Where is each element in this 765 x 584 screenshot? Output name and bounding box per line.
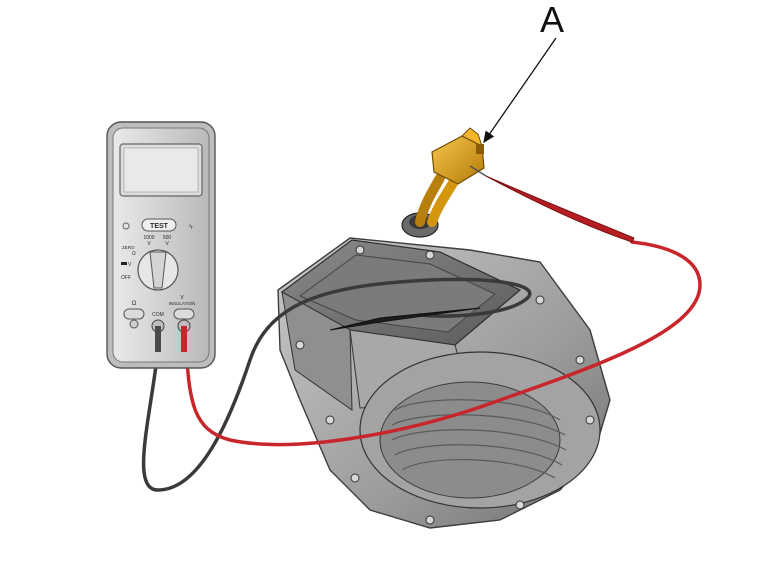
callout-arrow	[483, 37, 557, 144]
black-test-lead	[141, 277, 532, 492]
ohm-range-symbol: Ω	[132, 251, 136, 257]
range-500v-label: 500	[163, 235, 172, 241]
jack-com-label: COM	[152, 312, 164, 318]
callout-label: A	[540, 0, 564, 40]
black-probe	[329, 307, 481, 331]
off-label: OFF	[121, 275, 131, 281]
red-probe	[485, 175, 635, 243]
red-test-lead	[184, 165, 702, 447]
zero-label: ZERO	[122, 245, 135, 250]
jack-insulation-label: INSULATION	[169, 301, 196, 306]
lightning-icon: ϟ	[189, 224, 193, 231]
range-1000v-label: 1000	[143, 235, 154, 241]
jack-ohm[interactable]	[123, 308, 145, 329]
insulation-multimeter: ϟ TEST 1000 V 500 V ZERO Ω V OFF Ω V INS…	[106, 121, 216, 369]
motor-assembly	[277, 212, 611, 529]
volt-range-label: V	[128, 262, 132, 268]
battery-icon	[121, 262, 127, 265]
hv-connector-a	[415, 127, 485, 227]
jack-insulation[interactable]	[173, 308, 195, 352]
callout-a: A	[483, 0, 564, 144]
jack-v-label: V	[180, 295, 184, 301]
range-1000v-unit: V	[147, 241, 151, 247]
rotary-selector-dial[interactable]	[137, 249, 179, 291]
jack-ohm-label: Ω	[132, 301, 137, 307]
jack-com[interactable]	[151, 319, 165, 352]
range-500v-unit: V	[165, 241, 169, 247]
test-button[interactable]: TEST	[141, 218, 177, 232]
light-indicator-icon	[122, 222, 130, 230]
test-button-label: TEST	[150, 223, 169, 230]
